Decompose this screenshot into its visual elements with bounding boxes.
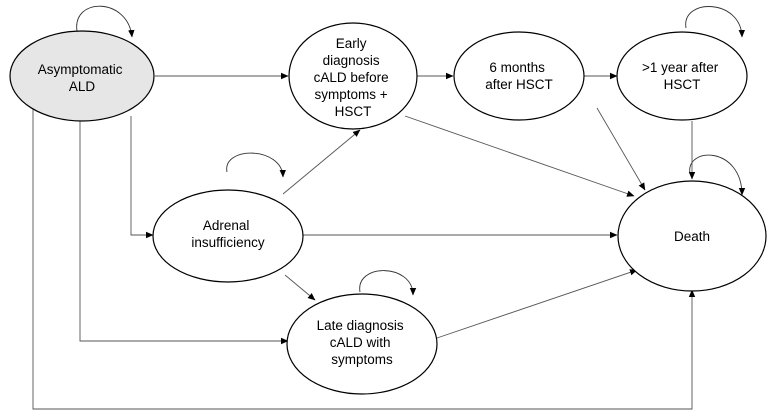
state-asymptomatic-ald xyxy=(9,30,155,122)
label-asymptomatic-ald: Asymptomatic ALD xyxy=(38,62,127,94)
state-one-year-after-hsct xyxy=(616,31,748,121)
edge-six-months-death xyxy=(596,107,646,191)
self-loop-adrenal xyxy=(226,152,286,178)
edge-adrenal-late xyxy=(284,274,316,301)
self-loop-late xyxy=(359,270,417,296)
self-loop-asymptomatic xyxy=(76,5,135,38)
edge-asymptomatic-adrenal xyxy=(130,116,154,239)
label-death: Death xyxy=(674,229,710,244)
edge-adrenal-early xyxy=(282,129,361,195)
state-early-diagnosis xyxy=(288,22,418,130)
edge-asymptomatic-late xyxy=(79,120,289,345)
label-late-diagnosis: Late diagnosis cALD with symptoms xyxy=(317,318,408,367)
label-six-months-after-hsct: 6 months after HSCT xyxy=(485,60,553,92)
state-late-diagnosis xyxy=(286,293,438,395)
self-loop-death xyxy=(689,154,746,196)
state-six-months-after-hsct xyxy=(453,31,585,121)
label-early-diagnosis: Early diagnosis cALD before symptoms + H… xyxy=(314,36,393,119)
self-loop-one-year xyxy=(685,6,746,38)
state-adrenal-insufficiency xyxy=(152,189,304,283)
edge-early-death xyxy=(404,115,635,197)
edge-late-death xyxy=(436,269,638,339)
state-death xyxy=(617,180,767,292)
label-one-year-after-hsct: >1 year after HSCT xyxy=(642,60,722,92)
edge-asymptomatic-death xyxy=(32,106,696,410)
label-adrenal-insufficiency: Adrenal insufficiency xyxy=(191,218,265,250)
